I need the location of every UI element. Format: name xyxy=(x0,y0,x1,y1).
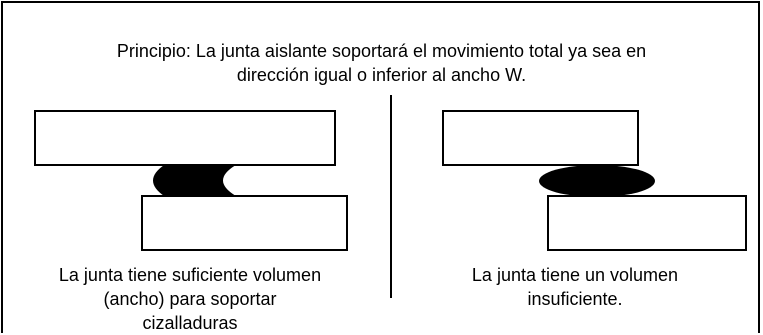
right-caption-line-1: La junta tiene un volumen xyxy=(471,265,679,285)
left-caption: La junta tiene suficiente volumen (ancho… xyxy=(20,263,360,335)
principle-line-2: dirección igual o inferior al ancho W. xyxy=(236,65,527,85)
principle-line-1: Principio: La junta aislante soportará e… xyxy=(116,41,647,61)
left-sealant-bead xyxy=(153,164,237,197)
right-caption-line-2: insuficiente. xyxy=(527,289,623,309)
right-joint-illustration xyxy=(442,110,747,251)
left-caption-line-3: cizalladuras xyxy=(142,313,238,333)
right-sealant-bead xyxy=(539,165,655,197)
left-joint-illustration xyxy=(34,110,348,251)
right-upper-block xyxy=(442,110,639,166)
left-lower-block xyxy=(141,195,348,251)
left-caption-line-2: (ancho) para soportar xyxy=(103,289,277,309)
principle-text: Principio: La junta aislante soportará e… xyxy=(40,39,723,87)
left-upper-block xyxy=(34,110,336,166)
right-lower-block xyxy=(547,195,747,251)
left-caption-line-1: La junta tiene suficiente volumen xyxy=(58,265,322,285)
right-caption: La junta tiene un volumen insuficiente. xyxy=(415,263,735,311)
